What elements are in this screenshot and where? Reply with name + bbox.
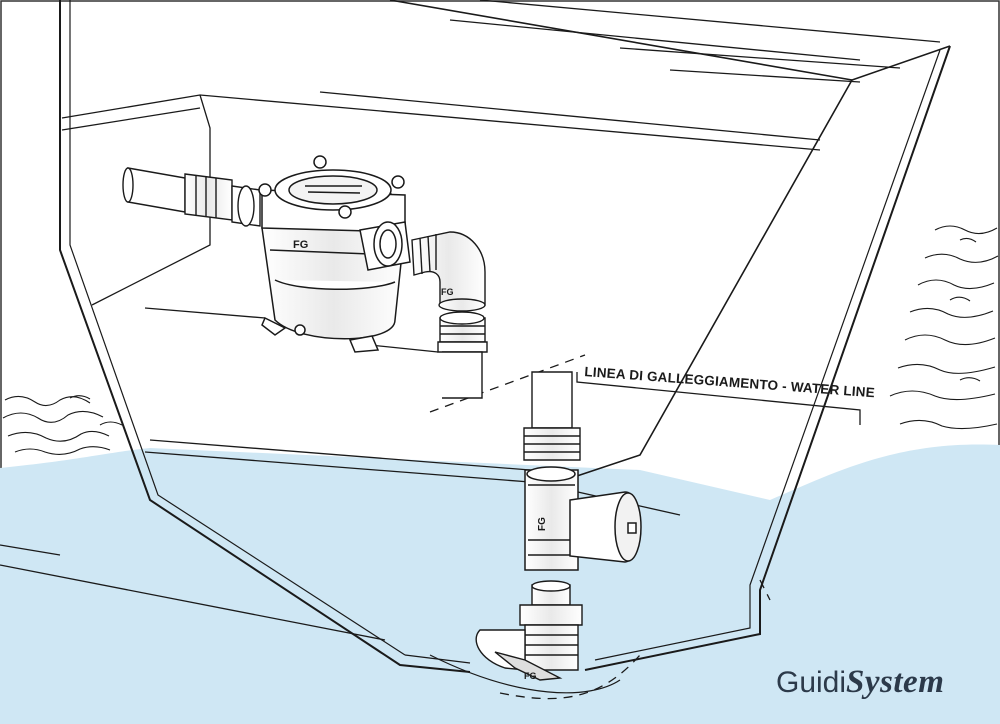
brand-logo-part1: Guidi [776,666,847,699]
hull-inner-lines [0,0,941,641]
sea-water-strainer [258,155,411,353]
outlet-elbow [411,231,486,312]
bulkhead [144,307,439,353]
seacock-pipe [523,371,581,461]
hull [59,0,951,694]
waves-right [889,225,999,430]
elbow-brand-mark: FG [441,287,454,297]
scoop-brand-mark: FG [524,671,537,681]
water-area [0,444,1000,724]
brand-logo: GuidiSystem [776,664,944,701]
waterline-pointer [576,372,861,425]
inlet-pipe [122,167,261,227]
brand-logo-part2: System [846,664,945,700]
ball-valve [524,466,642,571]
pump-brand-mark: FG [293,239,308,251]
through-hull-fitting [475,580,583,681]
waves-left [2,395,123,455]
discharge-pipe [437,311,488,399]
hidden-lines [429,354,771,700]
valve-brand-mark: FG [537,517,548,531]
